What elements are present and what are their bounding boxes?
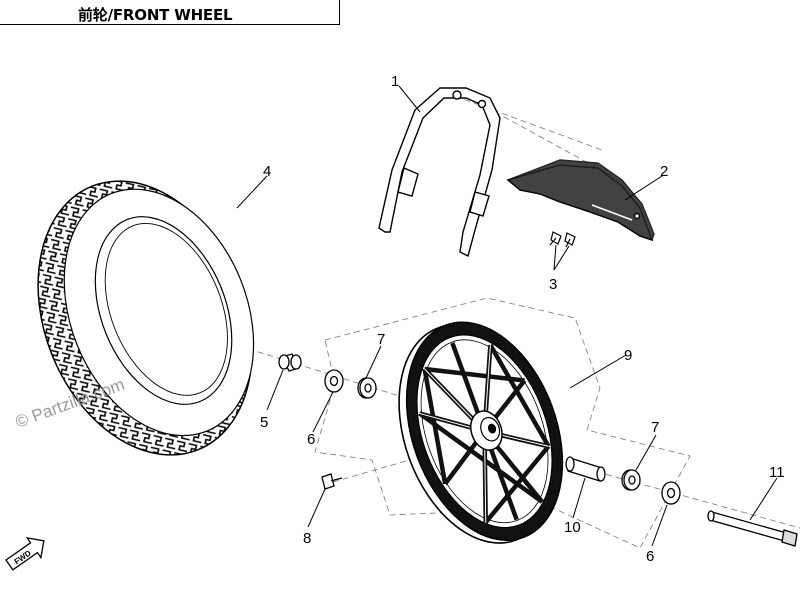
callout-numbers: 1 2 3 4 5 6 7 8 9 10 7 6 11: [260, 73, 785, 565]
callout-9: 9: [624, 347, 632, 364]
washer-right: [661, 481, 681, 505]
callout-6-right: 6: [646, 548, 654, 565]
front-axle: [707, 510, 798, 547]
callout-4: 4: [263, 163, 271, 180]
tire: [37, 180, 255, 456]
title-box: 前轮/FRONT WHEEL: [0, 0, 340, 25]
leader-lines: [236, 85, 778, 547]
callout-11: 11: [769, 464, 785, 481]
spacer-left: [278, 353, 302, 372]
seal-left: [357, 377, 377, 399]
callout-1: 1: [391, 73, 399, 90]
seal-right: [621, 469, 641, 491]
fender-screws: [549, 231, 576, 248]
fork-brace: [378, 87, 501, 258]
callout-8: 8: [303, 530, 311, 547]
washer-left: [324, 369, 344, 393]
fwd-arrow-icon: FWD: [5, 536, 45, 571]
wheel-rim: [398, 321, 564, 544]
bolt-small: [321, 473, 343, 490]
front-fender: [506, 159, 655, 242]
callout-2: 2: [660, 163, 668, 180]
callout-6-left: 6: [307, 431, 315, 448]
callout-7-left: 7: [377, 331, 385, 348]
callout-7-right: 7: [651, 419, 659, 436]
callout-10: 10: [564, 519, 581, 536]
callout-3: 3: [549, 276, 557, 293]
diagram-title: 前轮/FRONT WHEEL: [78, 6, 233, 24]
callout-5: 5: [260, 414, 268, 431]
axle-sleeve: [565, 456, 606, 482]
